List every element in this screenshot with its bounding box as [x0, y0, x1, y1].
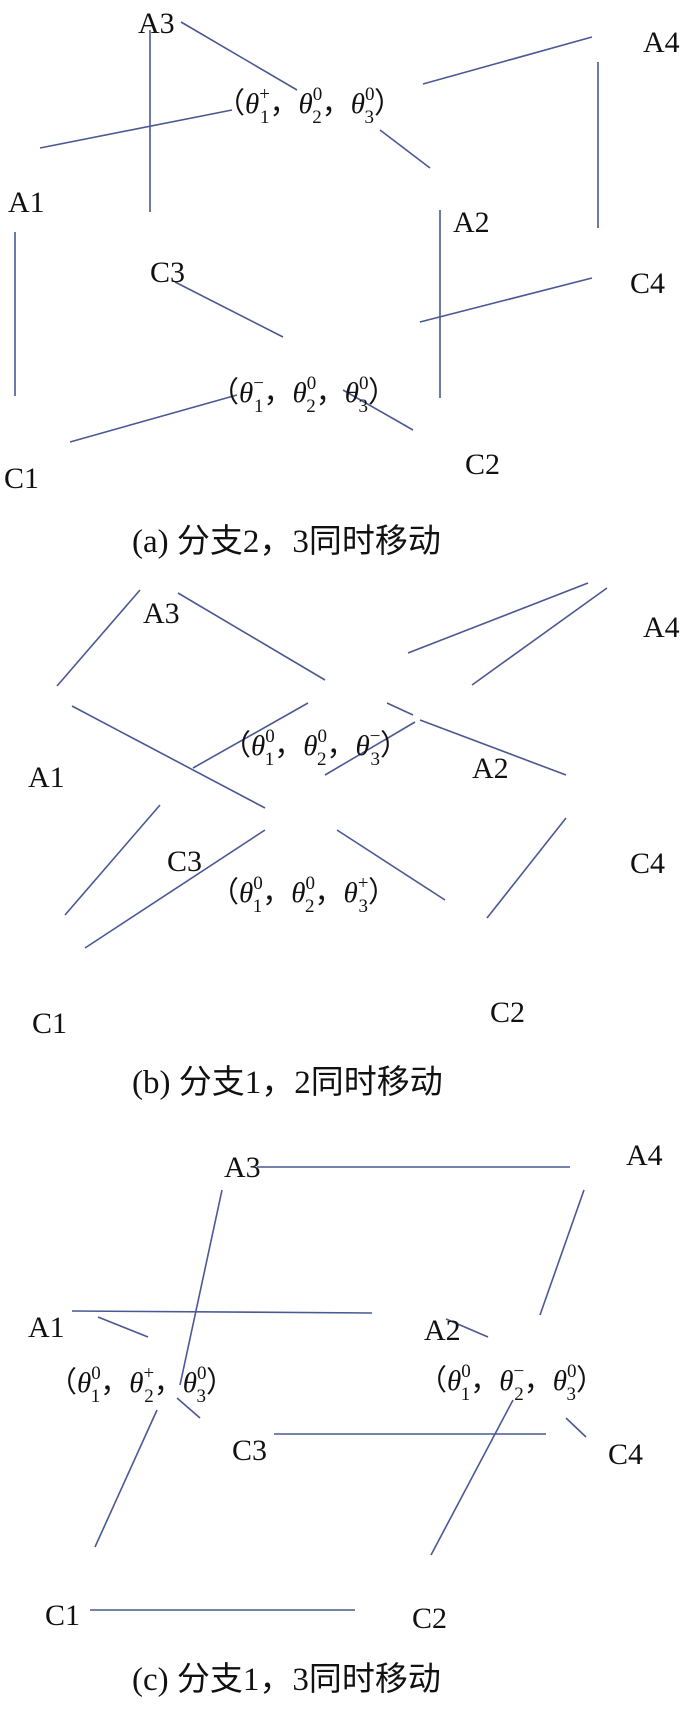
node-a2: A2 [453, 206, 490, 239]
edge-b-15 [471, 587, 608, 686]
node-a4: A4 [643, 611, 680, 644]
edge-c-26 [539, 1189, 585, 1316]
edge-layer [14, 21, 608, 1611]
edge-a-2 [39, 109, 233, 149]
edge-b-22 [84, 829, 266, 949]
node-a1: A1 [28, 1311, 65, 1344]
edge-b-13 [56, 589, 141, 687]
edge-a-4 [379, 129, 431, 169]
edge-b-23 [336, 829, 446, 901]
node-c4: C4 [608, 1438, 643, 1471]
edge-b-20 [324, 721, 416, 776]
edge-c-31 [445, 1318, 489, 1338]
node-c3: C3 [167, 845, 202, 878]
edge-c-28 [71, 1310, 373, 1314]
node-a4: A4 [643, 26, 680, 59]
edge-a-8 [174, 281, 284, 338]
node-c2: C2 [465, 448, 500, 481]
node-c4: C4 [630, 847, 665, 880]
node-a1: A1 [8, 186, 45, 219]
node-a2: A2 [424, 1314, 461, 1347]
node-a4: A4 [626, 1139, 663, 1172]
edge-a-1 [422, 36, 593, 85]
edge-c-29 [97, 1316, 149, 1338]
edge-b-14 [407, 582, 589, 654]
node-a2: A2 [472, 752, 509, 785]
node-c3: C3 [232, 1434, 267, 1467]
edge-b-24 [486, 817, 567, 919]
edge-c-35 [430, 1399, 514, 1556]
edge-a-9 [419, 277, 593, 323]
edge-b-18 [386, 702, 414, 716]
edge-b-19 [419, 719, 567, 776]
edge-a-10 [69, 394, 238, 443]
node-c2: C2 [490, 996, 525, 1029]
node-a1: A1 [28, 761, 65, 794]
node-c1: C1 [32, 1007, 67, 1040]
edge-b-16 [71, 705, 266, 809]
caption-a: (a) 分支2，3同时移动 [132, 523, 441, 560]
edge-c-34 [94, 1409, 158, 1548]
edge-c-32 [565, 1417, 587, 1438]
caption-c: (c) 分支1，3同时移动 [132, 1661, 441, 1698]
node-c1: C1 [4, 462, 39, 495]
edge-a-11 [342, 389, 414, 431]
node-c3: C3 [150, 256, 185, 289]
edge-c-30 [176, 1397, 201, 1419]
edge-b-21 [64, 804, 161, 916]
node-a3: A3 [143, 597, 180, 630]
node-c2: C2 [412, 1602, 447, 1635]
edge-a-0 [180, 21, 298, 91]
caption-b: (b) 分支1，2同时移动 [132, 1064, 443, 1101]
node-c1: C1 [45, 1599, 80, 1632]
edge-b-17 [192, 702, 309, 769]
node-c4: C4 [630, 267, 665, 300]
node-a3: A3 [138, 7, 175, 40]
edge-b-12 [177, 592, 326, 681]
edge-c-27 [179, 1189, 223, 1386]
node-a3: A3 [224, 1151, 261, 1184]
